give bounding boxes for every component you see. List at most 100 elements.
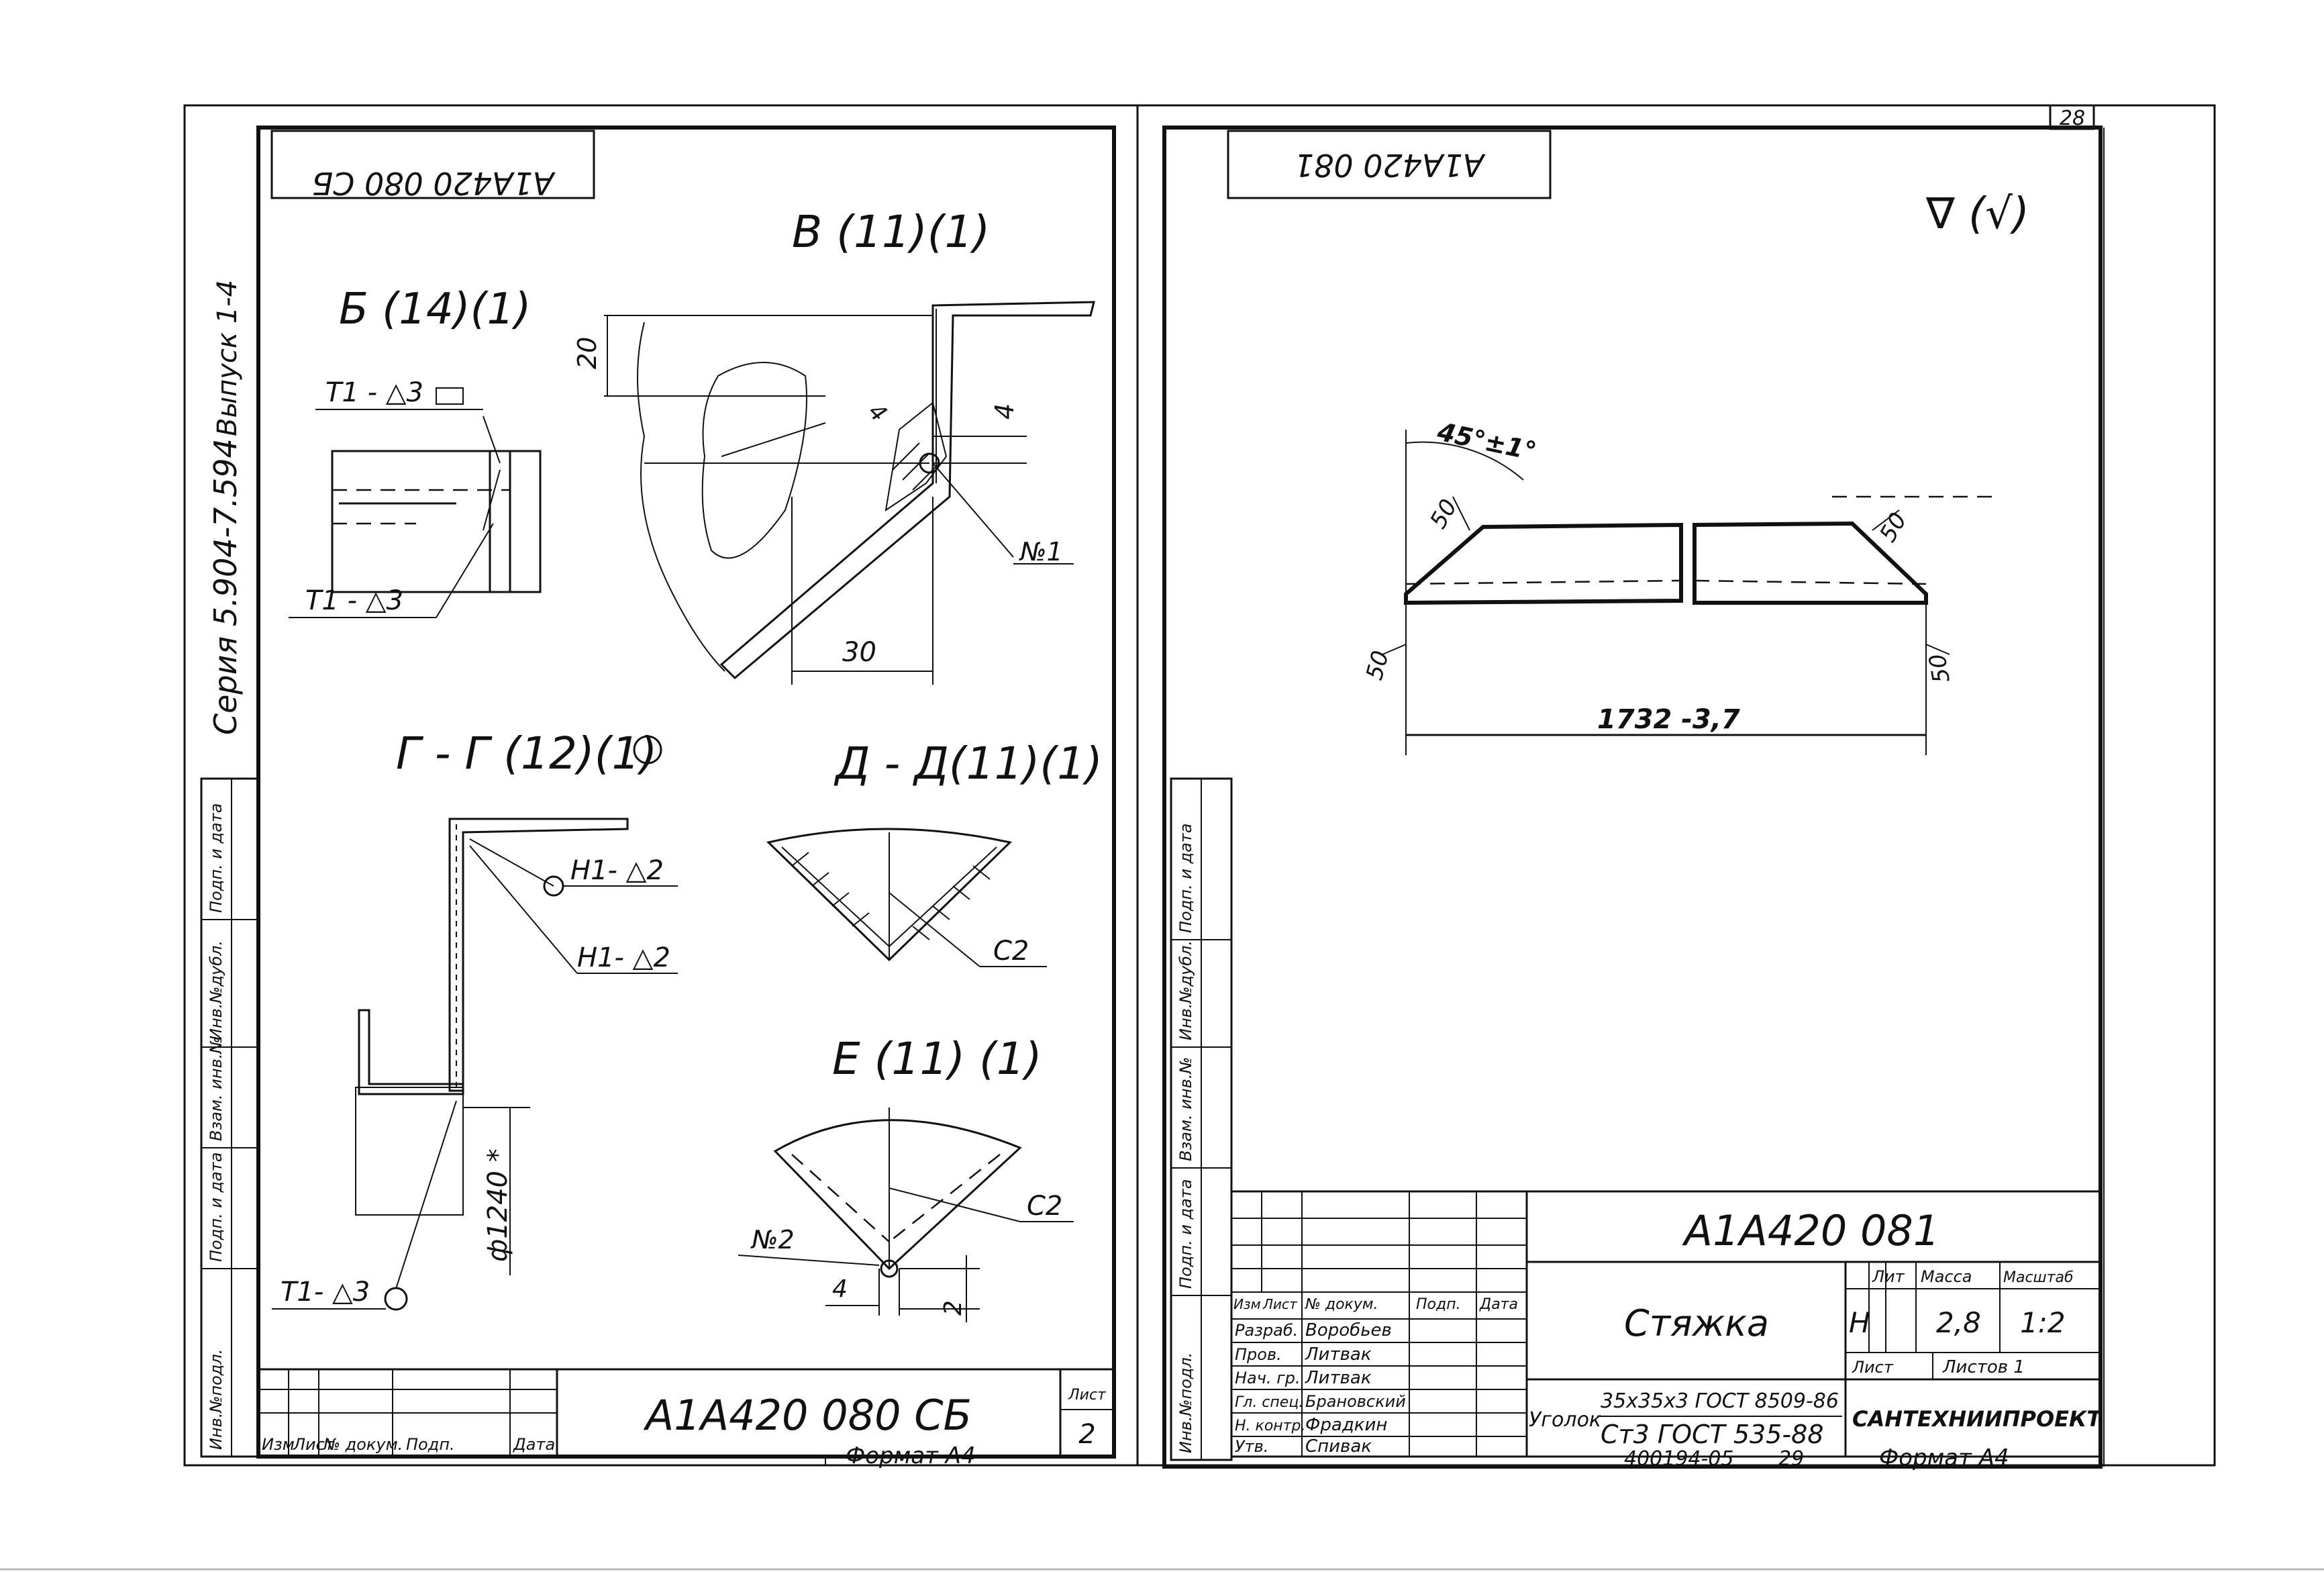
material-label: Уголок	[1529, 1408, 1601, 1432]
dim-c50-bl: 50	[1361, 648, 1395, 683]
view-v-title: В (11)(1)	[792, 206, 990, 258]
left-stamp-col-4: Инв.№дубл.	[207, 940, 225, 1040]
weld-c2-dd: С2	[993, 936, 1029, 967]
tb-mass-header: Масса	[1921, 1267, 1972, 1286]
right-title-block: Изм Лист № докум. Подп. Дата Разраб. Вор…	[1230, 1190, 2103, 1458]
view-gg-title: Г - Г (12)(1)	[396, 728, 657, 779]
dim-4-right: 4	[990, 403, 1019, 420]
left-tb-h-izm: Изм	[262, 1435, 295, 1454]
view-e: Е (11) (1) С2 №2 4 2	[738, 1033, 1074, 1322]
right-tb-h-list: Лист	[1262, 1296, 1298, 1312]
left-stamp-col-3: Взам. инв.№	[207, 1037, 225, 1141]
right-mirrored-code: A1A420 081	[1295, 147, 1486, 183]
weld-t1-bottom: Т1- △3	[281, 1277, 370, 1308]
right-stamp-col-3: Взам. инв.№	[1176, 1057, 1195, 1161]
dim-20: 20	[572, 337, 602, 369]
tb-sheet-label: Лист	[1852, 1358, 1894, 1377]
view-b: Б (14)(1) Т1 - △3 Т1 - △3	[289, 285, 542, 618]
dim-2-e: 2	[940, 1300, 967, 1316]
left-title-block: Изм Лист № докум. Подп. Дата A1A420 080 …	[257, 1368, 1115, 1458]
view-dd: Д - Д(11)(1) С2	[766, 738, 1103, 967]
weld-h1: Н1- △2	[577, 942, 670, 973]
left-stamp-col-1: Инв.№подл.	[207, 1349, 225, 1450]
view-b-title: Б (14)(1)	[339, 285, 531, 334]
corner-page-number: 28	[2060, 107, 2085, 130]
role-3: Нач. гр.	[1235, 1369, 1301, 1387]
role-4: Гл. спец.	[1235, 1394, 1303, 1411]
dim-c50-br: 50	[1924, 652, 1956, 685]
material-line-1: 35x35x3 ГОСТ 8509-86	[1601, 1389, 1839, 1413]
right-margin-stamp: Инв.№подл. Подп. и дата Взам. инв.№ Инв.…	[1170, 777, 1233, 1461]
tb-lit-header: Лит	[1872, 1267, 1905, 1286]
right-sheet-border	[1162, 126, 2103, 1469]
weld-n1: №1	[1019, 537, 1063, 567]
tb-sheets-label: Листов 1	[1942, 1357, 2025, 1377]
role-1: Разраб.	[1235, 1321, 1298, 1340]
left-tb-h-list: Лист	[293, 1435, 335, 1454]
right-tb-h-doc: № докум.	[1305, 1296, 1378, 1313]
left-tb-sheet-label: Лист	[1068, 1387, 1107, 1404]
right-tb-h-date: Дата	[1479, 1296, 1518, 1313]
left-tb-sheet-no: 2	[1078, 1419, 1095, 1450]
dim-c50-tl: 50	[1425, 495, 1462, 533]
dim-angle: 45°±1°	[1434, 417, 1539, 466]
left-tb-h-sign: Подп.	[406, 1435, 455, 1454]
role-4-name: Брановский	[1305, 1392, 1406, 1411]
dim-phi: ф1240 *	[483, 1148, 513, 1262]
role-2: Пров.	[1235, 1345, 1282, 1364]
role-6: Утв.	[1235, 1437, 1268, 1456]
material-line-2: Ст3 ГОСТ 535-88	[1601, 1420, 1823, 1449]
series-margin-text: Серия 5.904-7.594	[207, 438, 244, 735]
roughness-symbol: ∇ (√)	[1925, 189, 2029, 239]
left-tb-code: A1A420 080 СБ	[643, 1391, 972, 1440]
right-format: Формат А4	[1879, 1444, 2009, 1471]
left-stamp-col-5: Подп. и дата	[207, 803, 225, 914]
dim-30: 30	[842, 637, 876, 668]
view-gg: Г - Г (12)(1) Н1- △2 Н1- △2 ф1240 * Т1- …	[272, 728, 678, 1311]
tb-org: САНТЕХНИИПРОЕКТ	[1852, 1406, 2103, 1432]
view-dd-title: Д - Д(11)(1)	[833, 738, 1103, 789]
role-6-name: Спивак	[1305, 1436, 1372, 1457]
view-e-title: Е (11) (1)	[832, 1033, 1042, 1085]
dim-4-angled: 4	[863, 398, 893, 428]
view-v: В (11)(1) 20 4 4 №1 30	[572, 206, 1095, 685]
right-sheet: 28 A1A420 081 ∇ (√) Инв.№подл. Подп. и д…	[1162, 104, 2105, 1471]
right-tb-h-izm: Изм	[1233, 1296, 1261, 1312]
left-margin-stamp: Инв.№подл. Подп. и дата Взам. инв.№ Инв.…	[200, 777, 260, 1458]
right-tb-code: A1A420 081	[1682, 1206, 1940, 1255]
weld-c2-e: С2	[1027, 1191, 1062, 1222]
part-name: Стяжка	[1624, 1302, 1769, 1344]
role-2-name: Литвак	[1305, 1344, 1372, 1365]
tb-scale: 1:2	[2020, 1306, 2066, 1339]
left-mirrored-code: A1A420 080 СБ	[312, 165, 556, 201]
right-stamp-col-4: Инв.№дубл.	[1176, 940, 1195, 1040]
role-5-name: Фрадкин	[1305, 1415, 1387, 1435]
role-5: Н. контр.	[1235, 1418, 1305, 1434]
right-stamp-col-2: Подп. и дата	[1176, 1179, 1195, 1289]
left-format: Формат А4	[846, 1442, 976, 1469]
weld-t1-box: Т1 - △3	[325, 377, 423, 408]
role-3-name: Литвак	[1305, 1368, 1372, 1388]
left-tb-h-date: Дата	[513, 1435, 555, 1454]
part-stjazhka: 1732 -3,7 45°±1° 50 50 50 50	[1361, 417, 2000, 755]
weld-h1-top: Н1- △2	[570, 855, 664, 886]
role-1-name: Воробьев	[1305, 1320, 1392, 1340]
issue-margin-text: Выпуск 1-4	[212, 280, 243, 436]
left-sheet: A1A420 080 СБ Серия 5.904-7.594 Выпуск 1…	[200, 126, 1116, 1469]
tb-lit: Н	[1849, 1306, 1870, 1339]
left-stamp-col-2: Подп. и дата	[207, 1152, 225, 1263]
dim-c50-tr: 50	[1874, 508, 1912, 546]
right-tb-h-sign: Подп.	[1416, 1296, 1461, 1313]
dim-length: 1732 -3,7	[1597, 704, 1740, 735]
weld-n2: №2	[750, 1225, 795, 1255]
tb-mass: 2,8	[1936, 1306, 1981, 1339]
tb-scale-header: Масштаб	[2003, 1269, 2074, 1286]
weld-t1: Т1 - △3	[305, 585, 403, 616]
right-stamp-col-1: Инв.№подл.	[1176, 1353, 1195, 1453]
left-tb-h-doc: № докум.	[322, 1435, 403, 1454]
footer-num: 29	[1778, 1447, 1804, 1471]
dim-4-e: 4	[832, 1275, 848, 1303]
footer-code: 400194-05	[1624, 1447, 1734, 1471]
right-stamp-col-5: Подп. и дата	[1176, 824, 1195, 934]
